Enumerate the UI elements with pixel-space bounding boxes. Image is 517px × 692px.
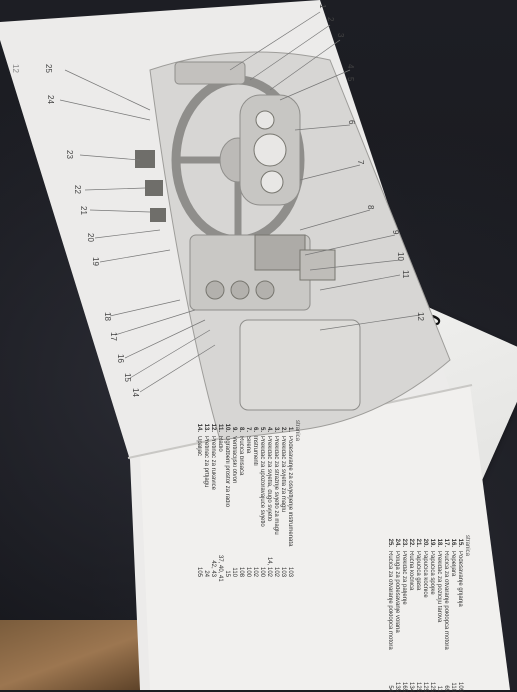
callout-5: 5 xyxy=(346,77,355,82)
list-item: 1.Podešavanje za osvjetljenje instrumena… xyxy=(287,426,293,577)
callout-21: 21 xyxy=(79,206,88,215)
wooden-floor xyxy=(0,620,140,690)
callout-4: 4 xyxy=(346,64,355,69)
callout-19: 19 xyxy=(91,257,100,266)
callout-6: 6 xyxy=(347,120,356,125)
pedal-2 xyxy=(145,180,163,196)
radio-slot xyxy=(254,234,306,271)
callout-3: 3 xyxy=(336,33,345,38)
pedal-3 xyxy=(150,208,166,222)
callout-10: 10 xyxy=(396,252,405,261)
vent-right xyxy=(299,249,336,281)
callout-9: 9 xyxy=(391,230,400,235)
callout-18: 18 xyxy=(103,312,112,321)
callout-7: 7 xyxy=(356,160,365,165)
toc-column-head-right: stranica xyxy=(464,535,470,557)
pedal-1 xyxy=(135,150,155,168)
callout-24: 24 xyxy=(46,95,55,104)
callout-2: 2 xyxy=(326,17,335,22)
callout-1: 1 xyxy=(318,4,327,9)
toc-left-column: stranica 1.Podešavanje za osvjetljenje i… xyxy=(195,420,300,582)
callout-25: 25 xyxy=(44,64,53,73)
dashboard-drawing xyxy=(135,51,451,441)
callout-22: 22 xyxy=(73,185,82,194)
glove-box xyxy=(239,319,361,411)
callout-16: 16 xyxy=(116,354,125,363)
page-number: 12 xyxy=(11,64,20,73)
callout-15: 15 xyxy=(123,373,132,382)
callout-8: 8 xyxy=(366,205,375,210)
callout-14: 14 xyxy=(131,388,140,397)
callout-17: 17 xyxy=(109,332,118,341)
callout-12: 12 xyxy=(416,312,425,321)
callout-11: 11 xyxy=(401,270,410,279)
callout-23: 23 xyxy=(65,150,74,159)
callout-20: 20 xyxy=(86,233,95,242)
toc-column-head-left: stranica xyxy=(294,420,300,442)
callout-lines xyxy=(59,11,421,393)
